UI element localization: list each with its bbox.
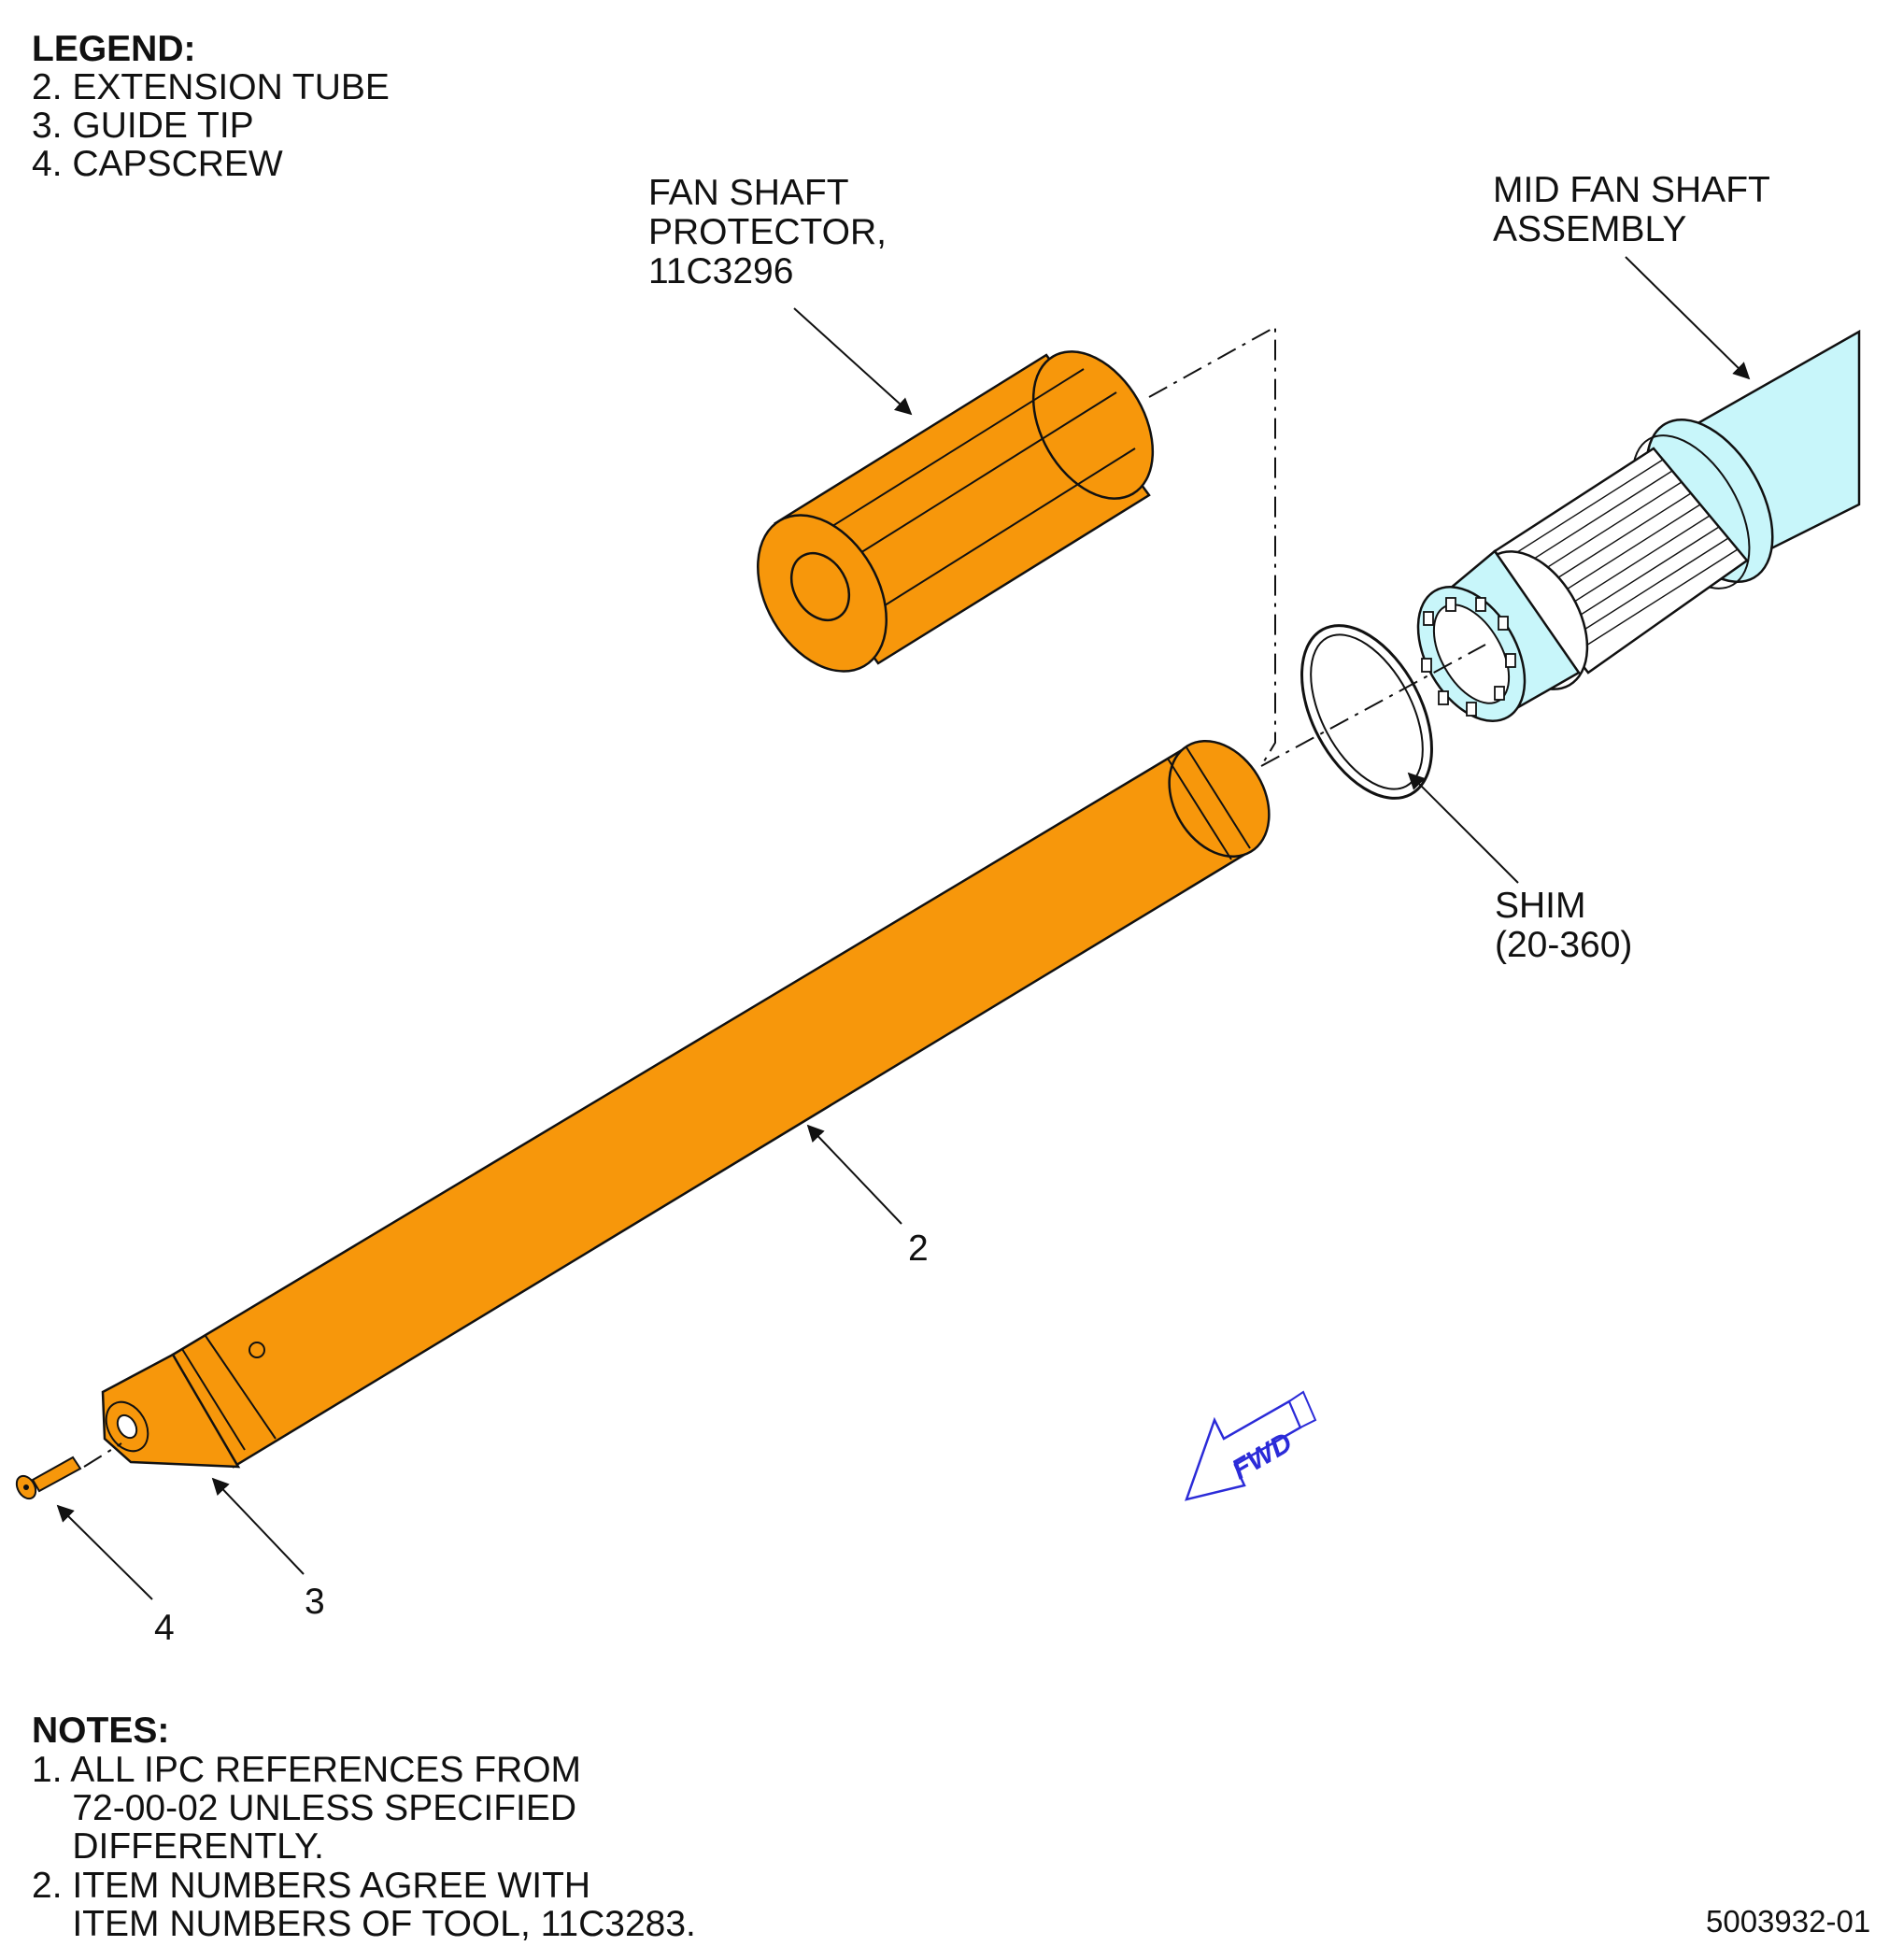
shim-ring	[1300, 624, 1433, 800]
leader-lines	[56, 256, 1751, 1600]
callout-item-4: 4	[154, 1608, 175, 1648]
note-1-line2: 72-00-02 UNLESS SPECIFIED	[32, 1788, 577, 1828]
legend-title: LEGEND:	[32, 29, 196, 69]
fan-shaft-protector	[757, 350, 1155, 673]
callout-mid-fan-shaft-line2: ASSEMBLY	[1493, 209, 1687, 249]
callout-shim-line2: (20-360)	[1495, 925, 1633, 965]
note-1-line3: DIFFERENTLY.	[32, 1826, 324, 1867]
note-2-line2: ITEM NUMBERS OF TOOL, 11C3283.	[32, 1904, 696, 1944]
legend-item-guide-tip: 3. GUIDE TIP	[32, 106, 254, 146]
notes-title: NOTES:	[32, 1711, 170, 1751]
figure-id: 5003932-01	[1706, 1904, 1871, 1939]
note-1-line1: 1. ALL IPC REFERENCES FROM	[32, 1750, 582, 1790]
note-2-line1: 2. ITEM NUMBERS AGREE WITH	[32, 1866, 591, 1906]
callout-fan-shaft-protector-line3: 11C3296	[648, 251, 794, 291]
callout-item-3: 3	[305, 1582, 325, 1622]
assembly-centerlines	[83, 325, 1486, 1468]
legend-item-capscrew: 4. CAPSCREW	[32, 144, 283, 184]
legend-item-extension-tube: 2. EXTENSION TUBE	[32, 67, 390, 107]
callout-fan-shaft-protector-line2: PROTECTOR,	[648, 212, 887, 252]
callout-item-2: 2	[908, 1229, 929, 1269]
capscrew	[15, 1456, 82, 1500]
callout-shim-line1: SHIM	[1495, 886, 1586, 926]
guide-tip	[101, 1353, 241, 1469]
extension-tube	[171, 740, 1271, 1469]
shaft-castellated-end	[1416, 549, 1581, 722]
fwd-arrow-icon: FWD	[1185, 1390, 1317, 1501]
callout-mid-fan-shaft-line1: MID FAN SHAFT	[1493, 170, 1770, 210]
callout-fan-shaft-protector-line1: FAN SHAFT	[648, 173, 849, 213]
